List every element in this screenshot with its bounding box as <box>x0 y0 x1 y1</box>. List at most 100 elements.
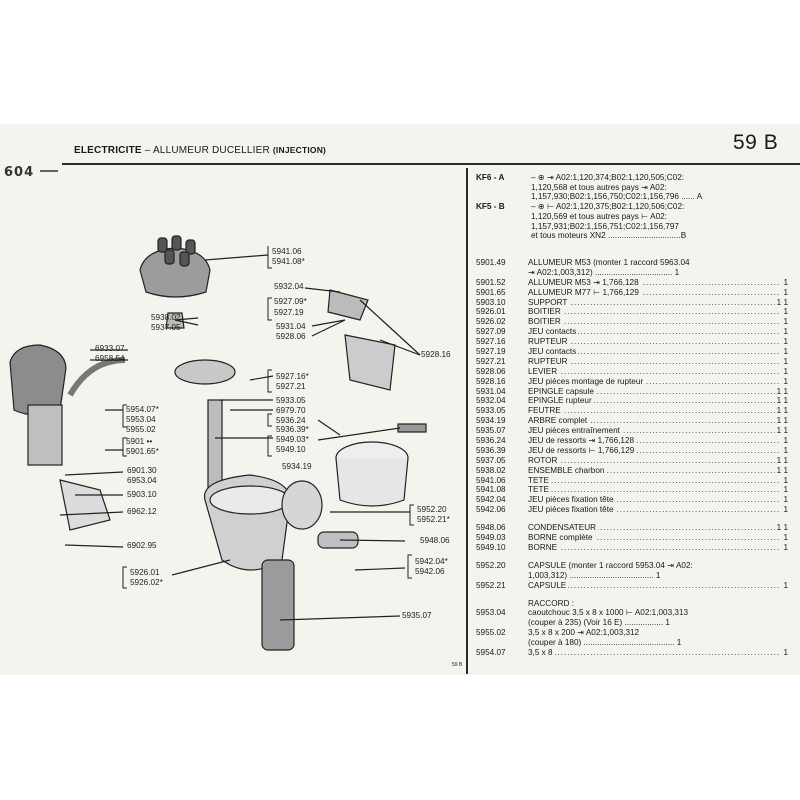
part-ref: 5928.16 <box>476 376 506 386</box>
dot-leader: ........................................… <box>528 523 788 533</box>
part-ref: 5928.06 <box>476 366 506 376</box>
callout-5954-07: 5954.07* <box>126 405 159 414</box>
part-desc: 3,5 x 8 x 200 ⇥ A02:1,003,312 <box>528 628 642 638</box>
part-qty: 1 <box>781 277 788 288</box>
parts-row: (couper à 180) .........................… <box>476 638 788 648</box>
dot-leader: ........................................… <box>528 445 788 455</box>
callout-5955-02: 5955.02 <box>126 425 156 434</box>
part-ref: 5926.01 <box>476 307 506 317</box>
part-desc: CAPSULE (monter 1 raccord 5953.04 ⇥ A02: <box>528 560 695 570</box>
part-desc: BORNE <box>528 542 560 552</box>
part-qty: 1 1 <box>774 297 788 308</box>
part-qty: 1 <box>781 436 788 446</box>
parts-row: 5903.10.................................… <box>476 297 788 308</box>
part-desc: BORNE complète <box>528 533 595 543</box>
part-ref: 5934.19 <box>476 416 506 426</box>
dot-leader: ........................................… <box>528 475 788 485</box>
part-ref: 5936.24 <box>476 436 506 446</box>
parts-spacer <box>476 591 788 599</box>
dot-leader: ........................................… <box>528 465 788 475</box>
parts-row: RACCORD : <box>476 598 788 609</box>
part-ref <box>476 268 528 278</box>
part-desc: (couper à 180) .........................… <box>528 638 684 648</box>
part-desc-cell: ........................................… <box>528 542 788 553</box>
part-desc: JEU pièces montage de rupteur <box>528 376 646 386</box>
callout-5928-16: 5928.16 <box>421 350 451 359</box>
part-qty: 1 1 <box>774 465 788 476</box>
callout-5926-01: 5926.01 <box>130 568 160 577</box>
callout-5941-08: 5941.08* <box>272 257 305 266</box>
dot-leader: ........................................… <box>528 533 788 543</box>
column-divider <box>466 168 468 674</box>
part-ref: 5935.07 <box>476 426 506 436</box>
parts-row: 5949.10.................................… <box>476 542 788 553</box>
part-ref: 5936.39 <box>476 445 506 455</box>
part-ref: 5927.19 <box>476 347 506 357</box>
part-desc: caoutchouc 3,5 x 8 x 1000 ⊢ A02:1,003,31… <box>528 608 691 618</box>
part-desc-cell: ........................................… <box>528 580 788 591</box>
part-ref: 5942.04 <box>476 495 506 505</box>
callout-5952-21: 5952.21* <box>417 515 450 524</box>
part-desc-cell: ........................................… <box>528 523 788 533</box>
dot-leader: ........................................… <box>528 416 788 426</box>
dot-leader: ........................................… <box>528 485 788 495</box>
parts-row: 5927.16.................................… <box>476 337 788 347</box>
kf-text: – ⊕ ⊢ A02:1,120,375;B02:1,120,506;C02: <box>531 202 685 212</box>
part-ref: 5941.08 <box>476 485 506 495</box>
part-desc: RACCORD : <box>528 598 576 608</box>
callout-5941-06: 5941.06 <box>272 247 302 256</box>
callout-5936-39: 5936.39* <box>276 425 309 434</box>
part-qty: 1 <box>781 376 788 387</box>
part-qty: 1 <box>781 580 788 591</box>
dot-leader: ........................................… <box>528 406 788 416</box>
part-desc: RUPTEUR <box>528 337 570 347</box>
parts-row: 5952.21.................................… <box>476 580 788 591</box>
part-desc: JEU de ressorts ⇥ 1,766,128 <box>528 436 637 446</box>
parts-row: 5949.03.................................… <box>476 533 788 543</box>
part-desc-cell: ........................................… <box>528 327 788 337</box>
part-ref <box>476 638 528 648</box>
part-desc: ⇥ A02:1,003,312) .......................… <box>528 267 682 277</box>
part-qty: 1 <box>781 647 788 658</box>
part-ref: 5931.04 <box>476 386 506 396</box>
part-desc: ARBRE complet <box>528 416 590 426</box>
callout-5926-02: 5926.02* <box>130 578 163 587</box>
part-qty: 1 <box>781 317 788 328</box>
part-desc-cell: ⇥ A02:1,003,312) .......................… <box>528 267 788 278</box>
parts-row: 5928.16.................................… <box>476 376 788 387</box>
title-main: ELECTRICITE <box>74 145 142 156</box>
part-qty: 1 <box>781 347 788 357</box>
callout-5927-21: 5927.21 <box>276 382 306 391</box>
part-desc: RUPTEUR <box>528 356 570 366</box>
kf-row: 1,157,931;B02:1,156,751;C02:1,156,797 <box>531 221 679 231</box>
parts-row: 5932.04.................................… <box>476 396 788 407</box>
part-desc: JEU de ressorts ⊢ 1,766,129 <box>528 445 637 455</box>
dot-leader: ........................................… <box>528 386 788 396</box>
part-desc: 1,003,312) .............................… <box>528 570 663 580</box>
callout-5927-19: 5927.19 <box>274 308 304 317</box>
part-ref: 5955.02 <box>476 628 506 638</box>
part-ref: 5938.02 <box>476 465 506 475</box>
part-desc-cell: ........................................… <box>528 307 788 318</box>
part-desc-cell: 3,5 x 8 x 200 ⇥ A02:1,003,312 <box>528 628 788 638</box>
title-sub: ALLUMEUR DUCELLIER <box>152 145 273 156</box>
part-desc: FEUTRE <box>528 406 563 416</box>
callout-6933-07: 6933.07 <box>95 344 125 353</box>
parts-row: 5941.08.................................… <box>476 485 788 496</box>
callout-5948-06: 5948.06 <box>420 536 450 545</box>
part-desc-cell: ........................................… <box>528 366 788 377</box>
part-desc-cell: ........................................… <box>528 356 788 367</box>
part-qty: 1 <box>781 366 788 377</box>
callout-5901: 5901 •• <box>126 437 153 446</box>
part-qty: 1 <box>781 542 788 553</box>
callout-6953-04: 6953.04 <box>127 476 157 485</box>
part-desc-cell: ........................................… <box>528 396 788 407</box>
title-paren: (INJECTION) <box>272 145 327 155</box>
kf-block: KF6 - A– ⊕ ⇥ A02:1,120,374;B02:1,120,505… <box>476 173 792 241</box>
callout-5931-04: 5931.04 <box>276 322 306 331</box>
parts-row: 5942.04.................................… <box>476 495 788 506</box>
kf-text: – ⊕ ⇥ A02:1,120,374;B02:1,120,505;C02: <box>531 173 685 182</box>
